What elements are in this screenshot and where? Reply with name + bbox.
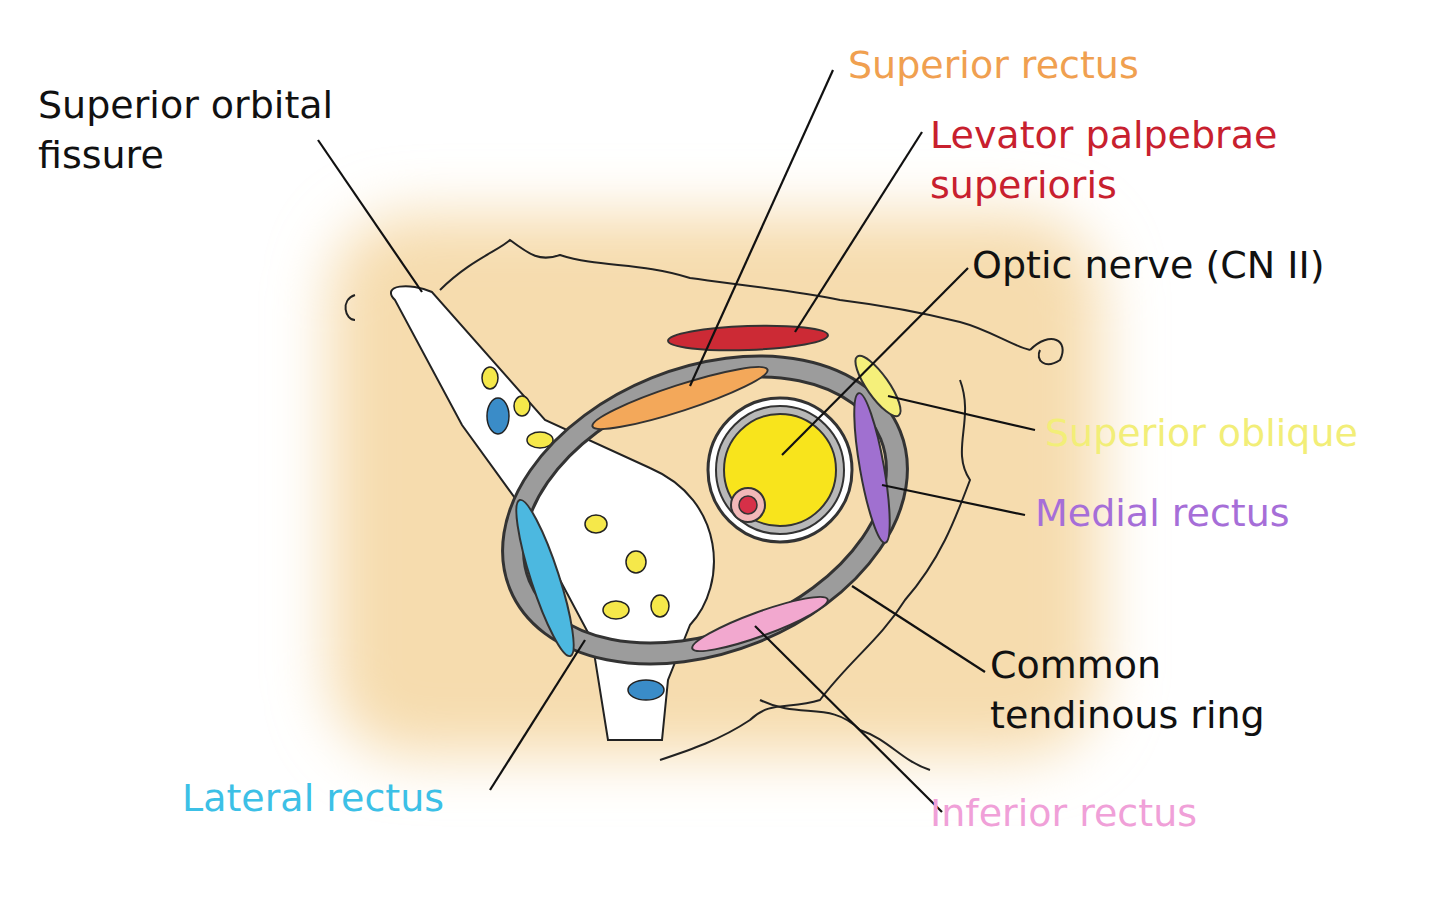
- leader-line: [882, 485, 1025, 515]
- central-artery: [731, 488, 765, 522]
- central-artery: [739, 496, 757, 514]
- bone-margin: [760, 700, 930, 770]
- part-label: Levator palpebrae superioris: [930, 110, 1370, 210]
- tendinous-ring: [470, 313, 940, 708]
- inferior-rectus-muscle: [688, 588, 832, 660]
- leader-line: [852, 586, 985, 672]
- superior-orbital-fissure: [391, 286, 714, 740]
- optic-sheath: [716, 406, 844, 534]
- part-label: Superior orbital fissure: [38, 80, 438, 180]
- nerve-section: [482, 367, 498, 389]
- leader-lines: [318, 70, 1035, 812]
- leader-line: [782, 268, 968, 455]
- leader-line: [690, 70, 833, 386]
- vein-section: [628, 680, 664, 700]
- medial-rectus-muscle: [847, 391, 897, 545]
- part-label: Lateral rectus: [182, 773, 444, 823]
- nerve-section: [514, 396, 530, 416]
- nerve-section: [585, 515, 607, 533]
- part-label: Medial rectus: [1035, 488, 1290, 538]
- part-label: Superior rectus: [848, 40, 1139, 90]
- leader-line: [490, 640, 585, 790]
- bone-margin: [1030, 339, 1063, 364]
- nerve-section: [603, 601, 629, 619]
- background-tissue: [330, 215, 1100, 755]
- vein-section: [487, 398, 509, 434]
- leader-line: [755, 626, 942, 812]
- nerve-section: [626, 551, 646, 573]
- tendinous-ring: [470, 313, 940, 708]
- leader-line: [888, 396, 1035, 430]
- leader-line: [795, 132, 922, 332]
- part-label: Inferior rectus: [930, 788, 1197, 838]
- part-label: Optic nerve (CN II): [972, 240, 1325, 290]
- levator-muscle: [668, 323, 829, 353]
- optic-nerve: [724, 414, 836, 526]
- optic-sheath: [708, 398, 852, 542]
- bone-margin: [346, 295, 355, 320]
- part-label: Common tendinous ring: [990, 640, 1335, 740]
- part-label: Superior oblique: [1045, 408, 1358, 458]
- leader-line: [318, 140, 422, 292]
- lateral-rectus-muscle: [506, 496, 583, 661]
- nerve-section: [651, 595, 669, 617]
